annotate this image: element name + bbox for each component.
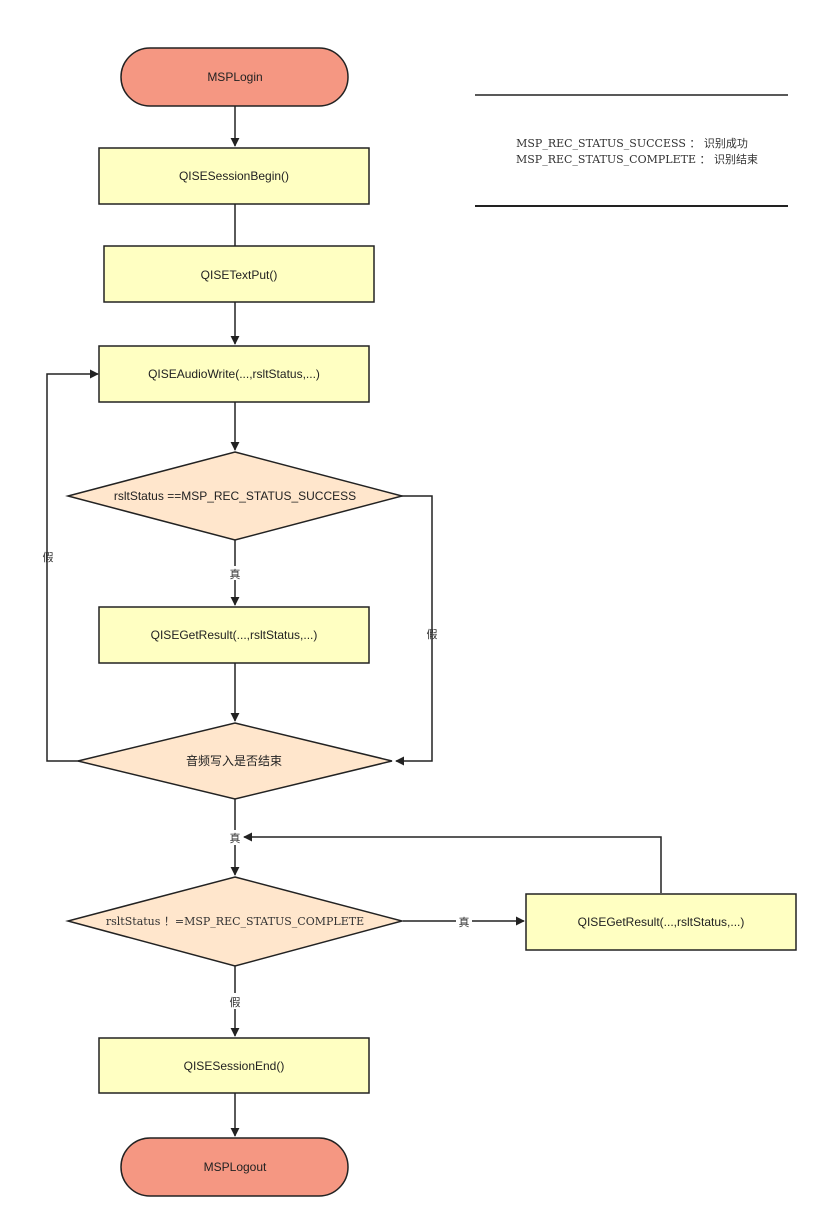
session-begin-box	[98, 147, 370, 205]
decision-complete-diamond	[65, 876, 405, 967]
session-begin-label: QISESessionBegin()	[179, 169, 289, 183]
text-put-label: QISETextPut()	[201, 268, 278, 282]
label-false-audio-end: 假	[43, 550, 54, 564]
decision-complete-label: rsltStatus ！=MSP_REC_STATUS_COMPLETE	[106, 915, 364, 928]
decision-success-label: rsltStatus ==MSP_REC_STATUS_SUCCESS	[114, 489, 356, 503]
text-put-box	[103, 245, 375, 303]
decision-success-diamond	[65, 451, 405, 541]
audio-write-label: QISEAudioWrite(...,rsltStatus,...)	[148, 367, 320, 381]
get-result-2-label: QISEGetResult(...,rsltStatus,...)	[578, 915, 745, 929]
label-false-complete: 假	[230, 995, 241, 1009]
session-end-box	[98, 1037, 370, 1094]
edge-labels: 真 假 假 真 真 假	[43, 550, 470, 1009]
label-true-audio-end: 真	[230, 831, 241, 845]
label-true-complete: 真	[459, 915, 470, 929]
label-true-success: 真	[230, 567, 241, 581]
label-false-success: 假	[427, 627, 438, 641]
edge-audioend-false-loop	[46, 369, 99, 762]
login-terminal	[120, 47, 349, 107]
legend-line-2: MSP_REC_STATUS_COMPLETE ： 识别结束	[516, 153, 758, 166]
decision-audio-end-diamond	[77, 722, 393, 800]
get-result-1-label: QISEGetResult(...,rsltStatus,...)	[151, 628, 318, 642]
get-result-2-box	[525, 893, 797, 951]
legend: MSP_REC_STATUS_SUCCESS ： 识别成功 MSP_REC_ST…	[475, 94, 788, 207]
session-end-label: QISESessionEnd()	[184, 1059, 285, 1073]
logout-label: MSPLogout	[204, 1160, 267, 1174]
edge-success-false-to-audioend	[395, 495, 433, 766]
get-result-1-box	[98, 606, 370, 664]
audio-write-box	[98, 345, 370, 403]
decision-audio-end-label: 音频写入是否结束	[186, 753, 282, 768]
edges	[46, 106, 662, 1137]
logout-terminal	[120, 1137, 349, 1197]
login-label: MSPLogin	[207, 70, 262, 84]
legend-line-1: MSP_REC_STATUS_SUCCESS ： 识别成功	[516, 137, 748, 150]
edge-getresult2-loop-back	[243, 832, 662, 893]
nodes: MSPLogin QISESessionBegin() QISETextPut(…	[65, 47, 797, 1197]
